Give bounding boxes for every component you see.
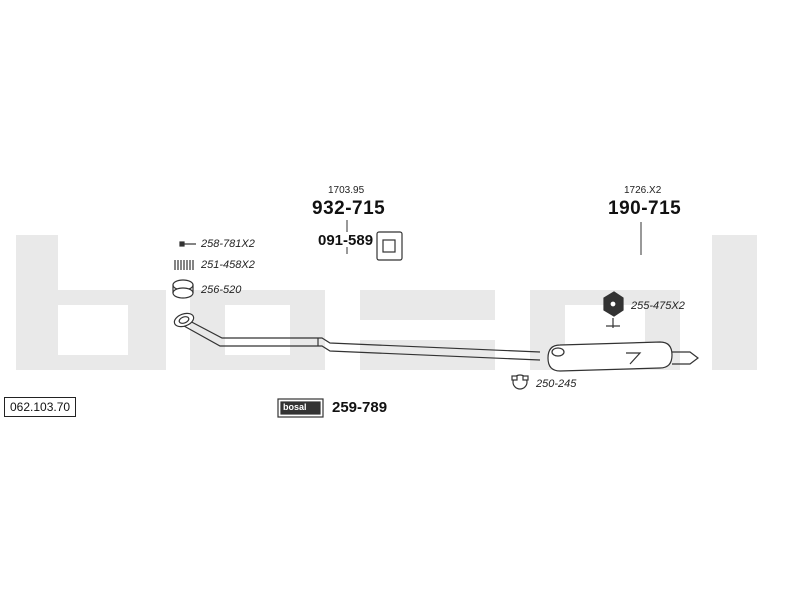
rear-muffler-number: 190-715 bbox=[608, 198, 682, 219]
mounting-kit-label: 259-789 bbox=[332, 399, 388, 416]
rear-muffler-ref: 1726.X2 bbox=[624, 185, 662, 196]
main-pipe-number: 932-715 bbox=[312, 198, 386, 219]
front-flange bbox=[173, 312, 195, 328]
bracket-number: 091-589 bbox=[318, 232, 374, 249]
rubber-mount-icon bbox=[603, 291, 624, 328]
bolt-icon bbox=[179, 241, 196, 247]
gasket-icon bbox=[172, 279, 194, 299]
gasket-label: 256-520 bbox=[201, 284, 242, 296]
clamp-label: 250-245 bbox=[536, 378, 577, 390]
catalog-number: 062.103.70 bbox=[4, 397, 77, 417]
main-pipe-ref: 1703.95 bbox=[328, 185, 365, 196]
bracket-icon bbox=[376, 231, 403, 261]
spring-icon bbox=[174, 260, 194, 270]
mounting-kit-icon bbox=[277, 398, 324, 418]
spring-label: 251-458X2 bbox=[201, 259, 255, 271]
mounting-kit-badge: bosal bbox=[283, 402, 307, 412]
rubber-mount-label: 255-475X2 bbox=[631, 300, 685, 312]
front-pipe bbox=[183, 317, 541, 361]
clamp-icon bbox=[511, 374, 529, 390]
rear-muffler bbox=[547, 341, 699, 372]
bolt-label: 258-781X2 bbox=[201, 238, 255, 250]
